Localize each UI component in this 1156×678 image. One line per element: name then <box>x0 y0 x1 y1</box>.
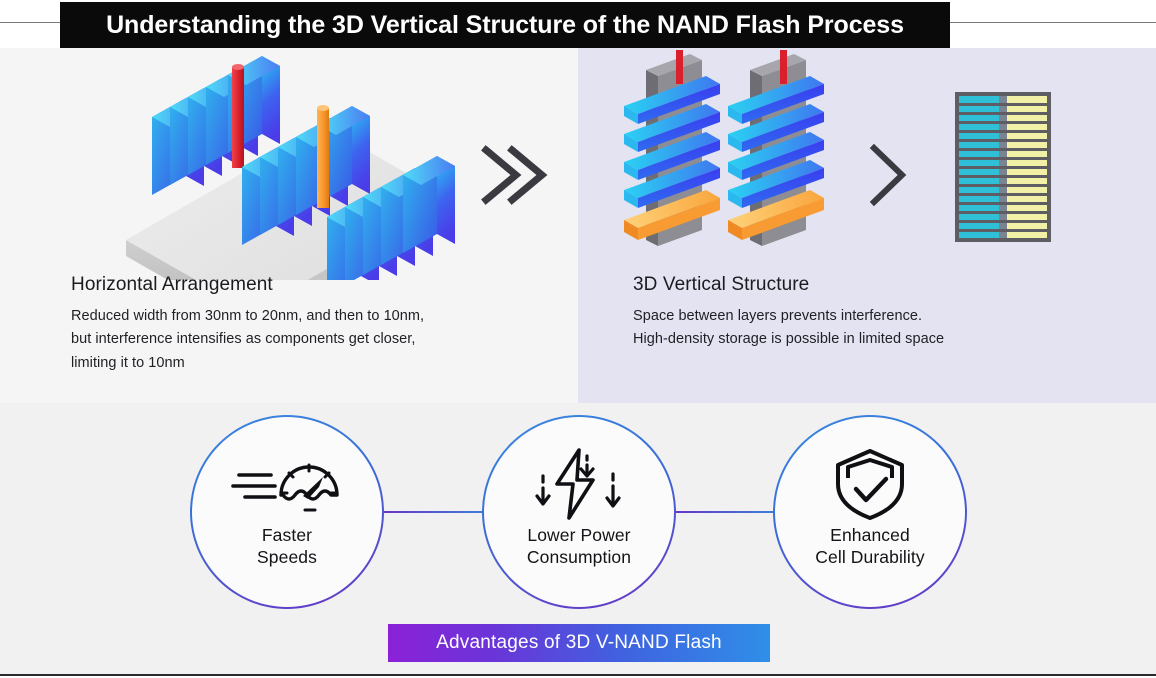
vertical-stack-2 <box>728 44 824 246</box>
block-group-3 <box>327 156 455 295</box>
connector-line-2 <box>675 511 774 513</box>
memory-chip-illustration <box>951 88 1055 247</box>
body-horizontal-line-3: limiting it to 10nm <box>71 354 185 371</box>
advantage-card-lower-power[interactable]: Lower Power Consumption <box>482 415 676 609</box>
caption-horizontal: Horizontal Arrangement Reduced width fro… <box>71 274 541 375</box>
circle-ring <box>190 415 384 609</box>
shield-check-icon <box>832 449 908 520</box>
advantage-label-1: Faster Speeds <box>257 525 317 567</box>
block-group-2 <box>242 106 370 245</box>
advantage-label-2: Lower Power Consumption <box>526 525 632 567</box>
connector-line-1 <box>383 511 484 513</box>
speedometer-icon <box>231 451 343 517</box>
body-vertical-line-1: Space between layers prevents interferen… <box>633 308 923 324</box>
vertical-structure-illustration <box>618 44 838 265</box>
circle-ring <box>773 415 967 609</box>
body-horizontal-line-2: but interference intensifies as componen… <box>71 331 416 348</box>
title-bar: Understanding the 3D Vertical Structure … <box>60 2 950 48</box>
footer-rule <box>0 674 1156 676</box>
red-pin <box>232 64 244 168</box>
heading-vertical-structure: 3D Vertical Structure <box>633 274 810 295</box>
caption-vertical: 3D Vertical Structure Space between laye… <box>633 274 1103 352</box>
advantage-card-cell-durability[interactable]: Enhanced Cell Durability <box>773 415 967 609</box>
lightning-bolt-down-arrows-icon <box>527 448 631 520</box>
circle-ring <box>482 415 676 609</box>
vertical-stack-1 <box>624 44 720 246</box>
advantages-banner-label: Advantages of 3D V-NAND Flash <box>436 632 722 653</box>
chevron-right-icon <box>862 140 912 215</box>
horizontal-arrangement-illustration <box>108 50 468 328</box>
body-horizontal-line-1: Reduced width from 30nm to 20nm, and the… <box>71 308 425 324</box>
heading-horizontal-arrangement: Horizontal Arrangement <box>71 274 273 295</box>
advantages-banner: Advantages of 3D V-NAND Flash <box>388 624 770 662</box>
orange-pin <box>317 105 329 208</box>
advantage-card-faster-speeds[interactable]: Faster Speeds <box>190 415 384 609</box>
advantage-label-3: Enhanced Cell Durability <box>815 525 925 567</box>
double-chevron-right-icon <box>478 140 550 215</box>
page-title: Understanding the 3D Vertical Structure … <box>106 10 904 39</box>
body-vertical-line-2: High-density storage is possible in limi… <box>633 331 945 348</box>
